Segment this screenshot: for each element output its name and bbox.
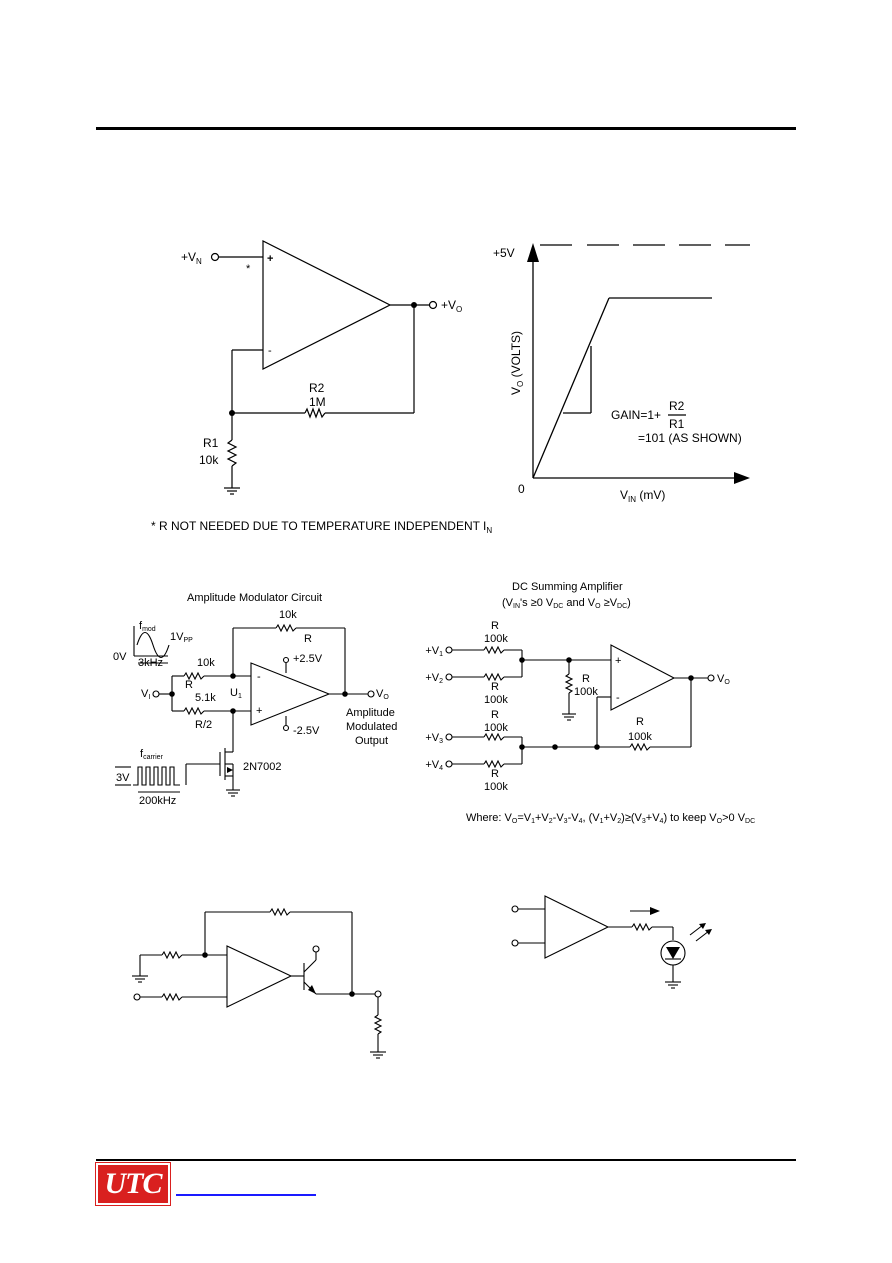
am-freq-car: 200kHz (139, 795, 176, 807)
r1-value: 10k (199, 453, 219, 467)
vout-label: +VO (441, 298, 462, 314)
gain-numerator: R2 (669, 399, 685, 413)
sum-rg-val: 100k (574, 686, 598, 698)
sum-r3-val: 100k (484, 722, 508, 734)
opamp-minus: - (268, 345, 272, 357)
am-rtop-val: 10k (279, 609, 297, 621)
am-vi: VI (141, 688, 150, 701)
am-zero-v: 0V (113, 651, 127, 663)
am-output-1: Amplitude (346, 707, 395, 719)
sum-plus: + (615, 655, 621, 667)
header-rule (96, 127, 796, 130)
am-vneg: -2.5V (293, 725, 320, 737)
gain-denominator: R1 (669, 417, 685, 431)
am-u1: U1 (230, 687, 242, 700)
am-title: Amplitude Modulator Circuit (187, 592, 322, 604)
am-output-3: Output (355, 735, 388, 747)
graph-ylabel: VO (VOLTS) (509, 331, 525, 395)
opamp-plus: + (267, 253, 273, 265)
sum-vo: VO (717, 673, 730, 686)
footer-rule (96, 1159, 796, 1161)
am-rin-val: 10k (197, 657, 215, 669)
transfer-graph-axes (532, 244, 750, 479)
sum-r1-val: 100k (484, 633, 508, 645)
am-vpos: +2.5V (293, 653, 323, 665)
r1-name: R1 (203, 436, 219, 450)
sum-r2-name: R (491, 681, 499, 693)
graph-origin: 0 (518, 482, 525, 496)
sum-subtitle: (VIN's ≥0 VDC and VO ≥VDC) (502, 597, 631, 610)
sum-rg-name: R (582, 673, 590, 685)
graph-ymax: +5V (493, 246, 515, 260)
am-output-2: Modulated (346, 721, 397, 733)
am-vpp: 1VPP (170, 631, 193, 644)
am-rin-name: R (185, 679, 193, 691)
sum-v1: +V1 (425, 645, 443, 658)
am-minus: - (257, 671, 261, 683)
am-fmod: fmod (139, 620, 156, 633)
gain-value: =101 (AS SHOWN) (638, 431, 742, 445)
sum-r4-val: 100k (484, 781, 508, 793)
r2-value: 1M (309, 395, 326, 409)
sum-rf-name: R (636, 716, 644, 728)
am-rhalf-val: 5.1k (195, 692, 216, 704)
sum-r3-name: R (491, 709, 499, 721)
sum-v3: +V3 (425, 732, 443, 745)
am-rhalf-name: R/2 (195, 719, 212, 731)
sum-v4: +V4 (425, 759, 443, 772)
utc-logo: UTC (95, 1162, 171, 1206)
footer-link-underline[interactable] (176, 1194, 316, 1196)
am-fet: 2N7002 (243, 761, 282, 773)
am-v3: 3V (116, 772, 130, 784)
footnote: * R NOT NEEDED DUE TO TEMPERATURE INDEPE… (151, 519, 492, 535)
am-plus: + (256, 705, 262, 717)
r2-name: R2 (309, 381, 325, 395)
am-vo: VO (376, 688, 389, 701)
sum-title: DC Summing Amplifier (512, 581, 623, 593)
sum-r1-name: R (491, 620, 499, 632)
sum-minus: - (616, 692, 620, 704)
sum-r4-name: R (491, 768, 499, 780)
sum-where: Where: VO=V1+V2-V3-V4, (V1+V2)≥(V3+V4) t… (466, 812, 755, 825)
graph-xlabel: VIN (mV) (620, 488, 665, 504)
vin-label: +VN (181, 250, 202, 266)
gain-prefix: GAIN=1+ (611, 408, 661, 422)
am-rtop-name: R (304, 633, 312, 645)
noninverting-amplifier-schematic: + - * +VN +VO R2 1M R1 10k * R NOT NEEDE… (151, 240, 750, 535)
opamp-symbol (262, 240, 392, 370)
sum-rf-val: 100k (628, 731, 652, 743)
sum-v2: +V2 (425, 672, 443, 685)
sum-r2-val: 100k (484, 694, 508, 706)
am-fcarrier: fcarrier (140, 748, 164, 761)
utc-logo-text: UTC (104, 1167, 163, 1200)
am-freq-mod: 3kHz (138, 657, 163, 669)
star-marker: * (246, 263, 251, 275)
